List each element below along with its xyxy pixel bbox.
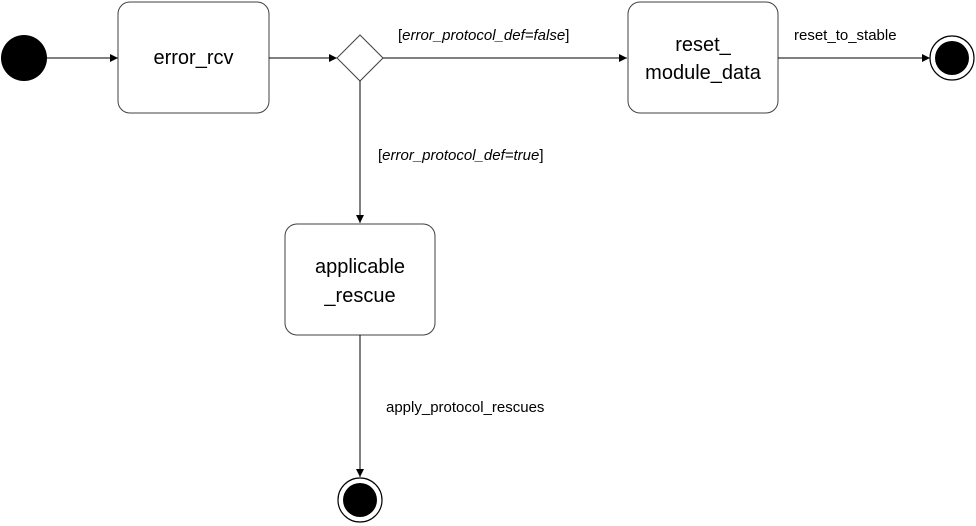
final-node-right [929, 35, 975, 81]
state-applicable-rescue-label-line1: applicable [315, 256, 405, 278]
state-error-rcv: error_rcv [117, 1, 270, 114]
guard-true-condition: error_protocol_def=true [382, 147, 539, 164]
guard-false-label: [error_protocol_def=false] [398, 27, 569, 44]
initial-node [1, 35, 47, 81]
guard-true-close-bracket: ] [539, 147, 543, 164]
reset-to-stable-label: reset_to_stable [794, 27, 897, 44]
state-reset-module-data: reset_ module_data [627, 1, 779, 114]
state-reset-module-data-label-line2: module_data [645, 62, 762, 84]
guard-true-open-bracket: [ [378, 147, 383, 164]
state-error-rcv-label: error_rcv [153, 47, 233, 69]
guard-false-condition: error_protocol_def=false [402, 27, 565, 44]
guard-false-close-bracket: ] [565, 27, 569, 44]
state-reset-module-data-label-line1: reset_ [675, 34, 731, 56]
guard-true-label: [error_protocol_def=true] [378, 147, 544, 164]
final-node-bottom [337, 477, 383, 523]
decision-node [336, 34, 384, 82]
apply-protocol-rescues-label: apply_protocol_rescues [386, 399, 544, 416]
state-applicable-rescue: applicable _rescue [284, 223, 436, 336]
guard-false-open-bracket: [ [398, 27, 403, 44]
state-applicable-rescue-label-line2: _rescue [323, 285, 395, 307]
